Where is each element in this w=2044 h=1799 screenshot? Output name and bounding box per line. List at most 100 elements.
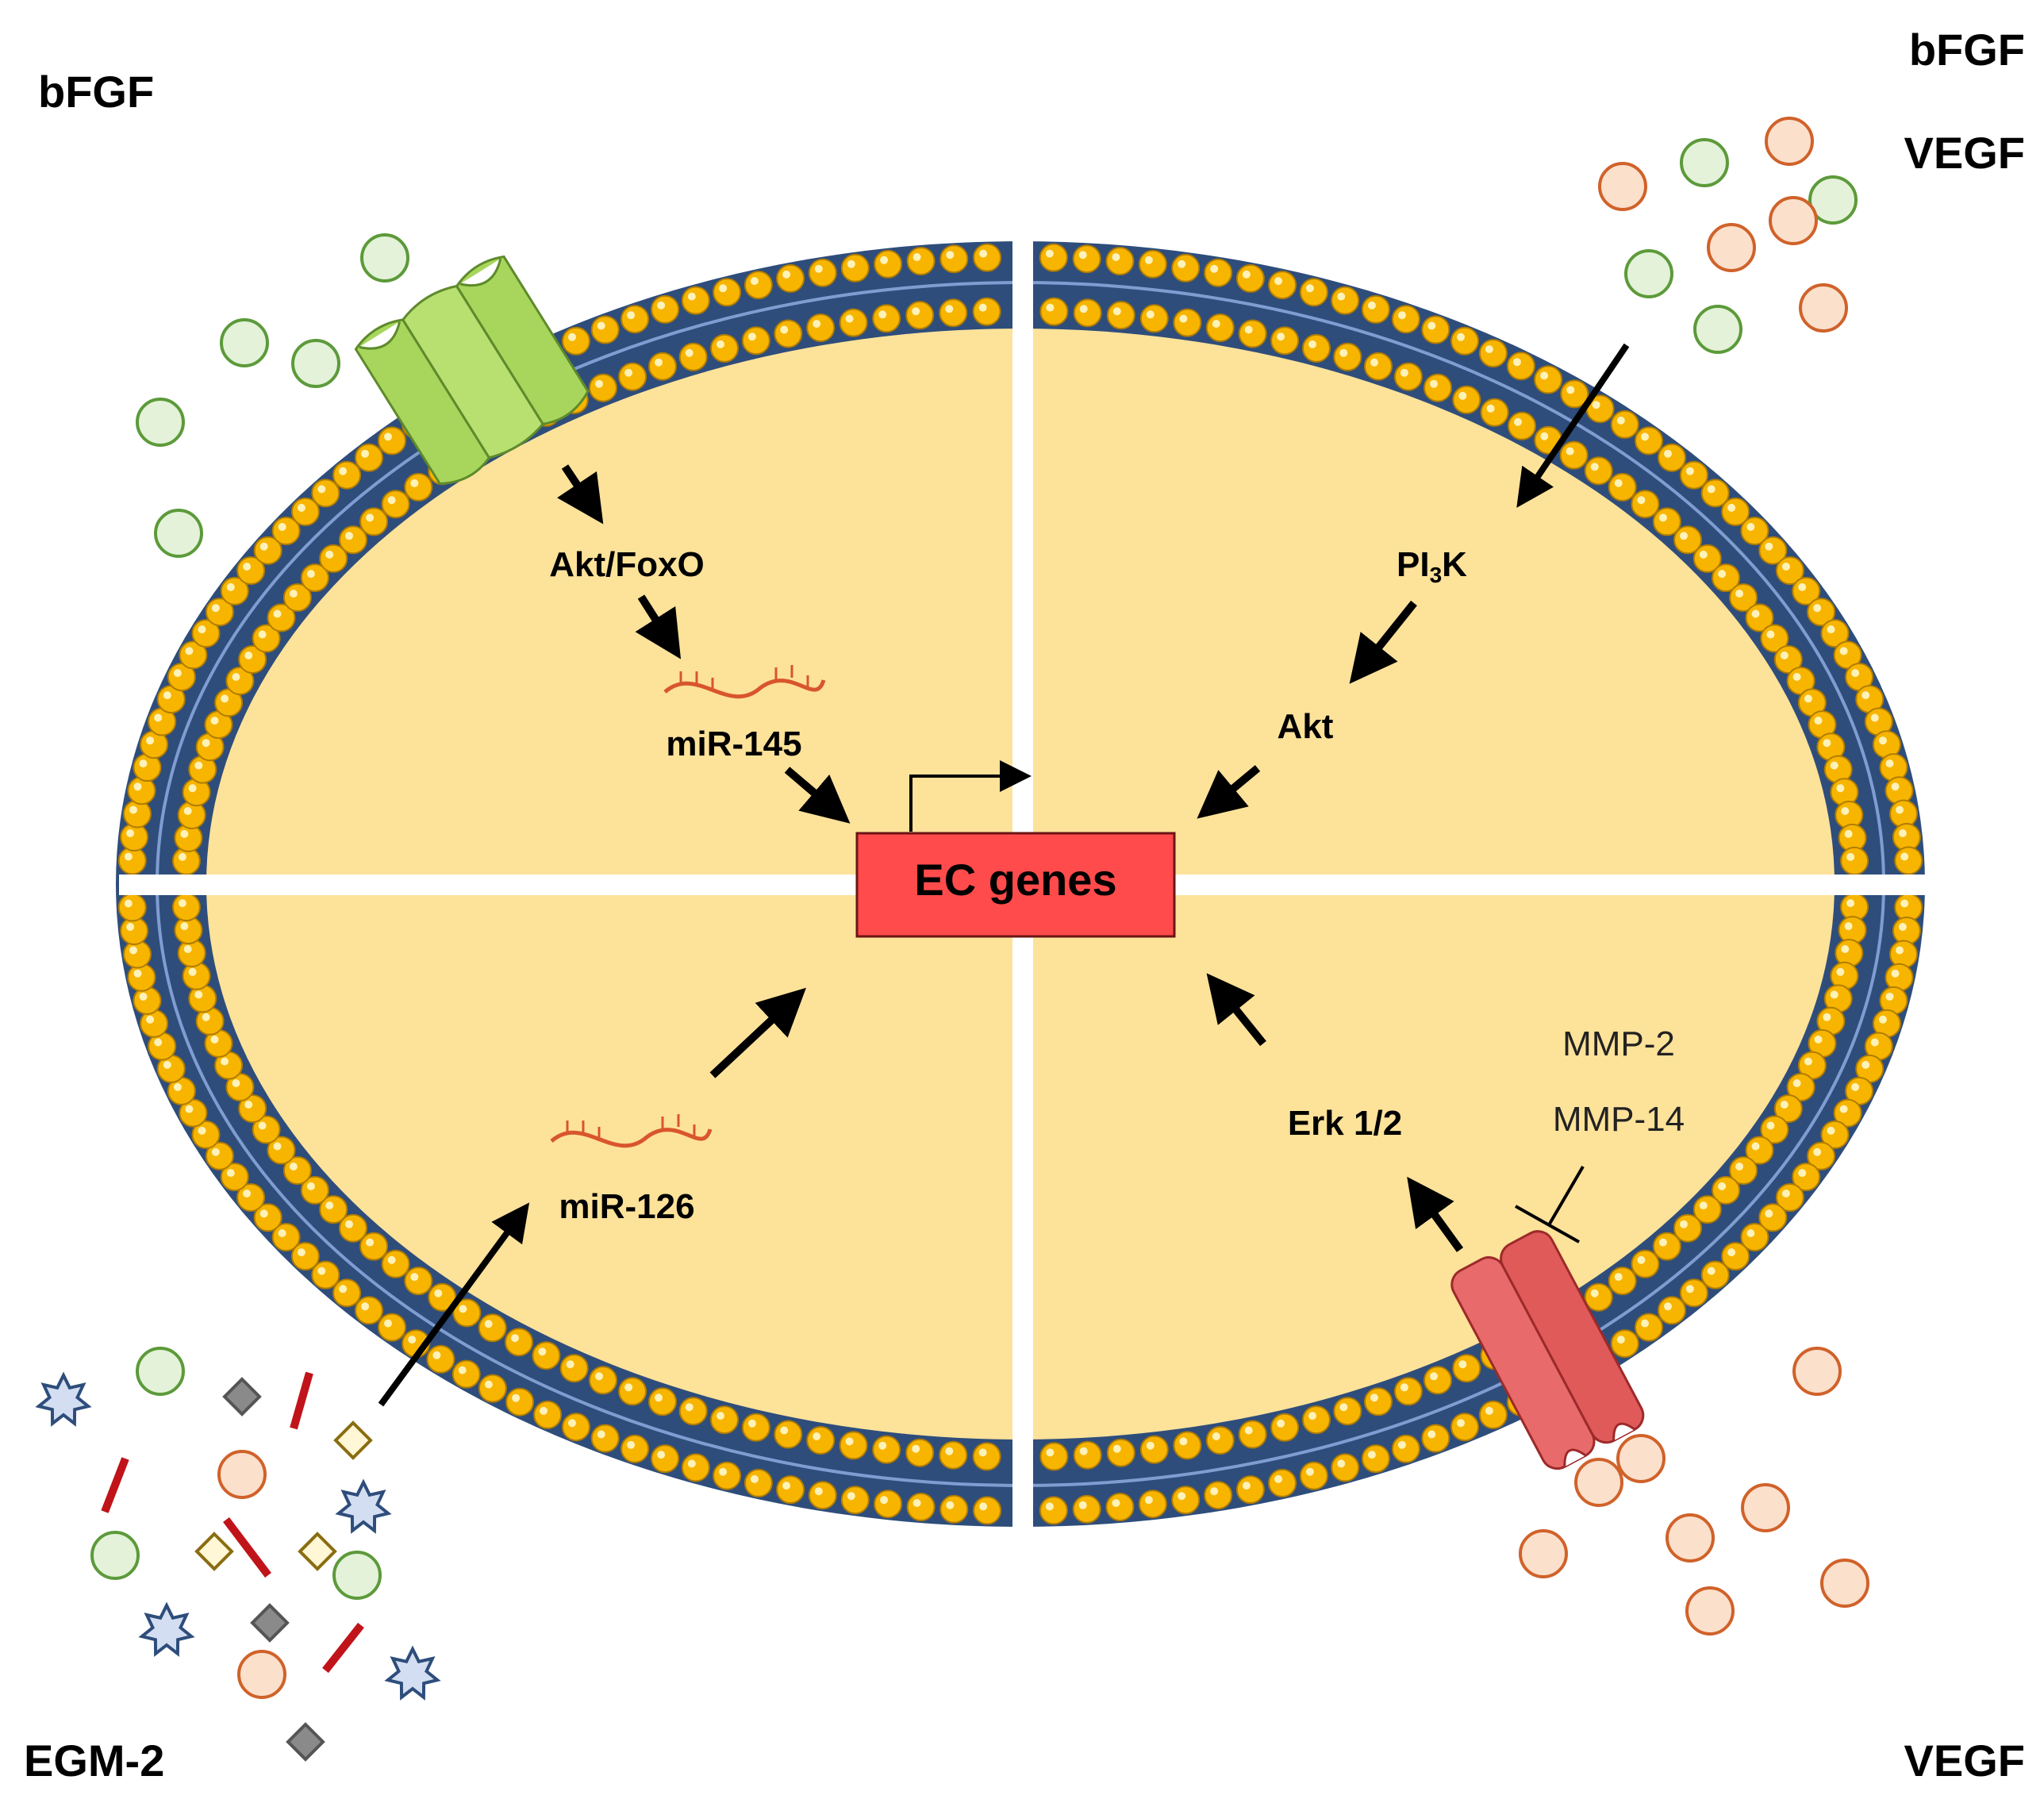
lipid-head (1106, 1438, 1135, 1467)
lipid-head-shine (259, 542, 268, 551)
lipid-head-shine (814, 264, 823, 273)
lipid-head-shine (297, 1248, 305, 1257)
lipid-head-shine (1699, 550, 1708, 559)
lipid-head-shine (1458, 1360, 1467, 1369)
lipid-head-shine (384, 1319, 392, 1328)
lipid-head (1268, 1468, 1297, 1497)
lipid-head-shine (717, 1412, 724, 1420)
lipid-head-shine (624, 1383, 633, 1392)
lipid-head (1302, 333, 1331, 363)
lipid-head-shine (183, 807, 192, 815)
lipid-head-shine (345, 532, 353, 540)
lipid-head (1424, 1366, 1452, 1395)
lipid-head-shine (1112, 1444, 1121, 1453)
pathway-arrows (378, 343, 1630, 1407)
lipid-head (505, 1387, 535, 1417)
lipid-head (741, 326, 770, 356)
lipid-head-shine (782, 1482, 791, 1490)
arrow-erk-to-ec (1206, 973, 1266, 1047)
lipid-head (774, 319, 803, 348)
lipid-head-shine (289, 1163, 298, 1171)
lipid-head (478, 1374, 507, 1403)
lipid-head (1658, 1296, 1686, 1325)
lipid-head-shine (1277, 333, 1285, 341)
lipid-head-shine (978, 1448, 987, 1457)
lipid-head-shine (1339, 1403, 1348, 1412)
lipid-head (589, 1366, 617, 1395)
lipid-head (1331, 286, 1360, 315)
lipid-head-shine (1766, 630, 1775, 639)
ligand-particle (90, 1531, 140, 1580)
lipid-head (1268, 271, 1297, 300)
lipid-head-shine (1277, 1419, 1285, 1428)
lipid-head-shine (1637, 496, 1646, 505)
lipid-head-shine (1592, 401, 1600, 409)
lipid-head-shine (1836, 967, 1845, 976)
lipid-head-shine (814, 1487, 823, 1496)
label-vegf-top-right: VEGF (1904, 128, 2025, 178)
lipid-head (651, 294, 680, 324)
lipid-head-shine (1430, 379, 1438, 388)
lipid-head (905, 1438, 935, 1467)
lipid-head (117, 893, 147, 922)
lipid-head (872, 1435, 901, 1464)
lipid-head-shine (1212, 320, 1220, 328)
lipid-head-shine (979, 249, 988, 258)
lipid-head (1889, 940, 1918, 969)
lipid-head-shine (387, 496, 396, 505)
lipid-head-shine (1827, 1126, 1835, 1135)
lipid-head-shine (210, 717, 219, 725)
lipid-head-shine (597, 321, 605, 330)
egm2-diamond-particle (298, 1532, 337, 1571)
lipid-head-shine (1112, 307, 1121, 316)
lipid-head-shine (226, 1169, 235, 1178)
lipid-head-shine (1590, 1289, 1599, 1297)
lipid-head-shine (232, 1079, 240, 1087)
lipid-head-shine (1244, 325, 1253, 334)
ligand-particle (332, 1551, 382, 1600)
lipid-head-shine (1337, 1459, 1346, 1468)
mirna-126-strand (550, 1114, 713, 1148)
lipid-head (774, 1420, 803, 1449)
lipid-head (1105, 247, 1135, 275)
lipid-head-shine (719, 284, 728, 293)
lipid-head-shine (685, 348, 694, 357)
lipid-head-shine (1566, 386, 1575, 394)
label-akt-foxo: Akt/FoxO (549, 545, 705, 584)
lipid-head-shine (1813, 1147, 1822, 1156)
lipid-head (355, 443, 383, 472)
egm2-star-particle (35, 1371, 92, 1427)
lipid-head (678, 1397, 708, 1426)
ligand-particle (220, 318, 269, 367)
lipid-head-shine (1614, 479, 1623, 487)
lipid-head-shine (1457, 1419, 1465, 1428)
lipid-head-shine (126, 923, 135, 931)
lipid-head-shine (1242, 270, 1251, 279)
mirna-145-strand (663, 665, 826, 699)
lipid-head-shine (1846, 899, 1855, 908)
lipid-head-shine (1641, 432, 1649, 441)
lipid-head (562, 1413, 590, 1442)
lipid-head-shine (273, 1142, 282, 1151)
lipid-head-shine (627, 1440, 636, 1449)
lipid-head-shine (317, 485, 326, 494)
lipid-head (1173, 1431, 1202, 1460)
ligand-particle (1598, 162, 1647, 211)
lipid-head-shine (1781, 1190, 1790, 1197)
lipid-head (1631, 1249, 1660, 1278)
lipid-head (559, 1354, 589, 1383)
lipid-head-shine (173, 669, 182, 678)
lipid-head (1235, 1475, 1265, 1505)
lipid-head-shine (1841, 945, 1850, 953)
label-mmp14: MMP-14 (1553, 1100, 1685, 1139)
lipid-head (1700, 1260, 1730, 1290)
lipid-head (1584, 1282, 1613, 1312)
lipid-head (776, 1475, 805, 1505)
lipid-head (874, 249, 903, 279)
lipid-head (590, 1424, 620, 1453)
lipid-head-shine (780, 1426, 789, 1435)
lipid-head-shine (1045, 249, 1054, 258)
lipid-head (1559, 440, 1589, 470)
lipid-head-shine (1274, 1474, 1283, 1483)
lipid-head-shine (1846, 852, 1855, 861)
